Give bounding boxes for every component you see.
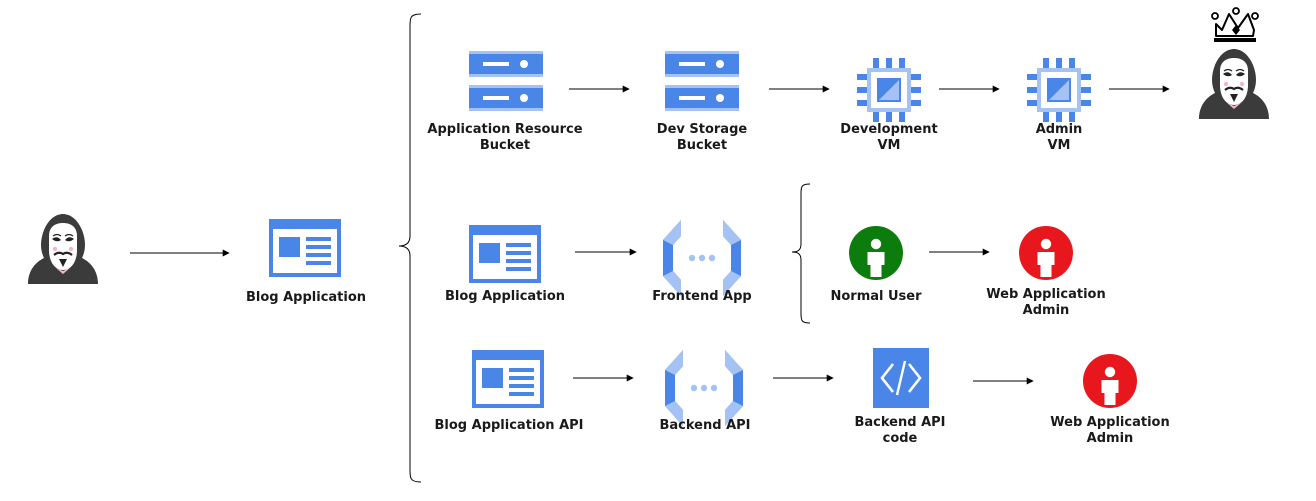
storage-bucket-icon — [469, 51, 543, 111]
blog-application-row2-label: Blog Application — [444, 289, 566, 304]
normal-user-label: Normal User — [830, 289, 922, 304]
label-line-2: Admin — [1022, 303, 1070, 318]
web-page-icon — [469, 225, 541, 283]
main-branch-brace — [398, 13, 422, 483]
cpu-chip-icon — [1027, 58, 1091, 122]
label-line-1: Web Application — [986, 287, 1106, 302]
blog-application-label: Blog Application — [245, 290, 367, 305]
development-vm-label: Development VM — [840, 122, 937, 154]
label-line-1: Dev Storage — [656, 122, 748, 137]
label-line-1: Application Resource — [427, 122, 583, 137]
crowned-hooded-anonymous-mask-icon — [1197, 7, 1271, 121]
label-line-2: Bucket — [676, 138, 728, 153]
cpu-chip-icon — [857, 58, 921, 122]
app-engine-brackets-icon — [665, 350, 743, 426]
backend-api-code-label: Backend API code — [854, 415, 945, 447]
red-user-icon — [1083, 354, 1137, 408]
storage-bucket-icon — [665, 51, 739, 111]
red-user-icon — [1019, 226, 1073, 280]
label-line-1: Backend API — [854, 415, 946, 430]
web-application-admin-label: Web Application Admin — [986, 287, 1105, 319]
label-line-2: Bucket — [479, 138, 531, 153]
web-application-admin-label: Web Application Admin — [1050, 415, 1169, 447]
app-engine-brackets-icon — [663, 220, 741, 296]
crown-icon — [1215, 13, 1255, 37]
user-branch-brace — [791, 183, 811, 324]
dev-storage-bucket-label: Dev Storage Bucket — [657, 122, 747, 154]
label-line-2: VM — [1047, 138, 1071, 153]
label-line-1: Web Application — [1050, 415, 1170, 430]
label-line-2: Admin — [1086, 431, 1134, 446]
label-line-1: Development — [840, 122, 938, 137]
admin-vm-label: Admin VM — [1036, 122, 1083, 154]
green-user-icon — [849, 226, 903, 280]
label-line-2: code — [882, 431, 918, 446]
web-page-icon — [472, 350, 544, 408]
connectors — [130, 13, 1170, 483]
frontend-app-label: Frontend App — [652, 289, 752, 304]
code-brackets-icon — [873, 348, 929, 408]
backend-api-label: Backend API — [659, 418, 751, 433]
label-line-1: Admin — [1035, 122, 1083, 137]
hooded-anonymous-mask-icon — [26, 212, 100, 286]
blog-application-api-label: Blog Application API — [434, 418, 584, 433]
web-page-icon — [269, 219, 341, 277]
application-resource-bucket-label: Application Resource Bucket — [427, 122, 582, 154]
label-line-2: VM — [877, 138, 901, 153]
